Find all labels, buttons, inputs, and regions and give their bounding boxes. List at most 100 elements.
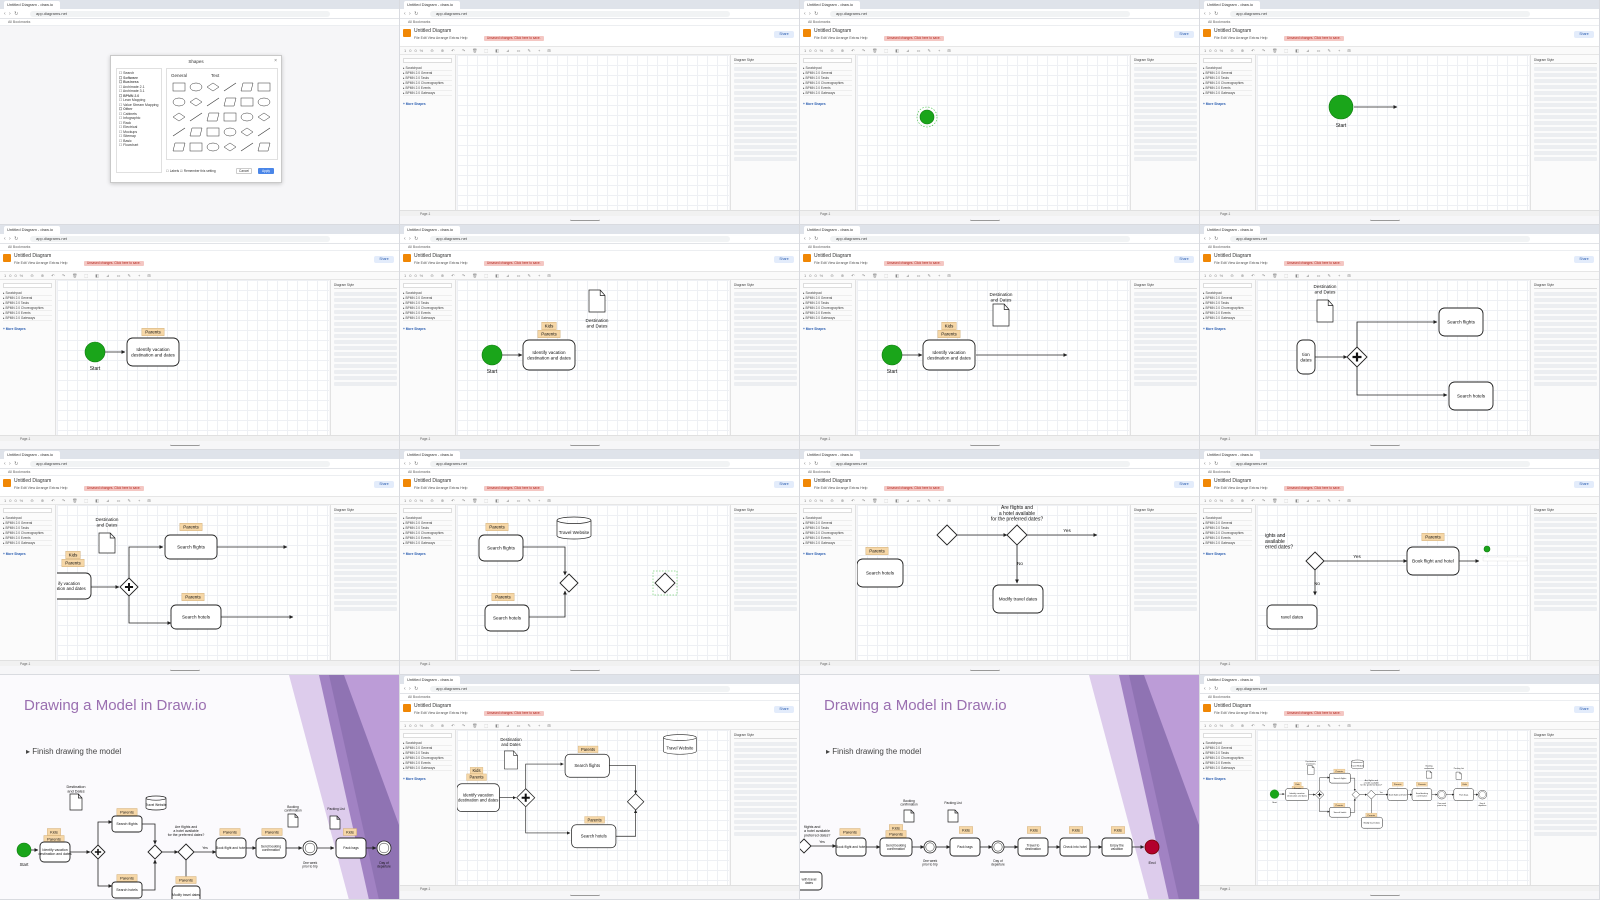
shape-group[interactable]: ▸ BPMN 2.0 General <box>1203 296 1252 301</box>
nav-arrows-icon[interactable]: ‹ › ↻ <box>1204 11 1220 17</box>
menu-bar[interactable]: File Edit View Arrange Extras Help <box>414 711 468 715</box>
shape-group[interactable]: ▸ BPMN 2.0 Tasks <box>1203 301 1252 306</box>
format-option[interactable] <box>1534 826 1597 830</box>
shape-group[interactable]: ▸ BPMN 2.0 Gateways <box>403 316 452 321</box>
format-option[interactable] <box>1534 346 1597 350</box>
shape-preview[interactable] <box>189 97 203 107</box>
share-button[interactable]: Share <box>1574 31 1594 38</box>
nav-arrows-icon[interactable]: ‹ › ↻ <box>404 236 420 242</box>
format-option[interactable] <box>1534 322 1597 326</box>
drawio-toolbar[interactable]: 100% ⊖ ⊕ ↶ ↷ 🗑 ⬚ ◧ ⊿ ▭ ✎ + ⊞ <box>400 47 799 55</box>
page-tabs[interactable]: Page-1 <box>800 660 1199 666</box>
format-option[interactable] <box>1534 340 1597 344</box>
format-tabs[interactable]: Diagram Style <box>734 508 797 514</box>
format-option[interactable] <box>734 559 797 563</box>
shape-group[interactable]: ▸ BPMN 2.0 General <box>803 296 852 301</box>
sequence-flow[interactable] <box>1319 776 1330 791</box>
browser-tab[interactable]: Untitled Diagram - draw.io <box>404 451 460 459</box>
shape-library-option[interactable]: ☐ Basic <box>119 138 132 143</box>
format-option[interactable] <box>1534 577 1597 581</box>
menu-bar[interactable]: File Edit View Arrange Extras Help <box>14 486 68 490</box>
shape-group[interactable]: ▸ BPMN 2.0 Events <box>403 311 452 316</box>
travel-website-store[interactable] <box>556 516 592 540</box>
url-input[interactable]: app.diagrams.net <box>830 461 1130 467</box>
format-option[interactable] <box>1534 145 1597 149</box>
nav-arrows-icon[interactable]: ‹ › ↻ <box>1204 236 1220 242</box>
data-object[interactable] <box>1426 770 1432 779</box>
shape-group[interactable]: ▸ Scratchpad <box>803 66 852 71</box>
shape-group[interactable]: ▸ BPMN 2.0 Gateways <box>3 316 52 321</box>
format-option[interactable] <box>334 601 397 605</box>
menu-bar[interactable]: File Edit View Arrange Extras Help <box>1214 36 1268 40</box>
more-shapes-button[interactable]: + More Shapes <box>1203 102 1226 106</box>
shape-preview[interactable] <box>206 97 220 107</box>
sequence-flow[interactable] <box>523 546 567 576</box>
format-option[interactable] <box>734 565 797 569</box>
format-option[interactable] <box>1534 541 1597 545</box>
search-shapes-input[interactable] <box>803 508 852 513</box>
nav-arrows-icon[interactable]: ‹ › ↻ <box>1204 461 1220 467</box>
format-option[interactable] <box>1134 589 1197 593</box>
document-title[interactable]: Untitled Diagram <box>14 478 52 484</box>
shape-preview[interactable] <box>172 127 186 137</box>
shape-group[interactable]: ▸ BPMN 2.0 Events <box>803 311 852 316</box>
share-button[interactable]: Share <box>774 706 794 713</box>
shape-group[interactable]: ▸ BPMN 2.0 Choreographies <box>803 531 852 536</box>
shape-preview[interactable] <box>223 97 237 107</box>
format-option[interactable] <box>1134 67 1197 71</box>
exclusive-gateway[interactable] <box>147 844 163 860</box>
format-option[interactable] <box>1134 559 1197 563</box>
shape-group[interactable]: ▸ BPMN 2.0 General <box>403 746 452 751</box>
exclusive-gateway[interactable] <box>626 793 645 811</box>
format-option[interactable] <box>1534 67 1597 71</box>
shape-preview[interactable] <box>240 127 254 137</box>
format-option[interactable] <box>1134 565 1197 569</box>
shape-group[interactable]: ▸ Scratchpad <box>803 291 852 296</box>
shape-group[interactable]: ▸ BPMN 2.0 Choreographies <box>1203 756 1252 761</box>
format-option[interactable] <box>1534 79 1597 83</box>
url-input[interactable]: app.diagrams.net <box>30 11 330 17</box>
diagram-canvas[interactable] <box>857 55 1129 210</box>
search-shapes-input[interactable] <box>803 283 852 288</box>
format-option[interactable] <box>1134 553 1197 557</box>
more-shapes-button[interactable]: + More Shapes <box>1203 552 1226 556</box>
format-option[interactable] <box>334 595 397 599</box>
format-option[interactable] <box>1534 517 1597 521</box>
sequence-flow[interactable] <box>128 596 172 625</box>
format-option[interactable] <box>1134 151 1197 155</box>
format-option[interactable] <box>334 346 397 350</box>
browser-tab[interactable]: Untitled Diagram - draw.io <box>1204 451 1260 459</box>
shape-group[interactable]: ▸ BPMN 2.0 General <box>403 521 452 526</box>
share-button[interactable]: Share <box>1174 481 1194 488</box>
shape-group[interactable]: ▸ BPMN 2.0 Tasks <box>803 301 852 306</box>
modify-dates-task-box[interactable] <box>171 885 201 900</box>
document-title[interactable]: Untitled Diagram <box>814 28 852 34</box>
shape-group[interactable]: ▸ BPMN 2.0 General <box>1203 71 1252 76</box>
sequence-flow[interactable] <box>525 806 571 835</box>
search-shapes-input[interactable] <box>403 58 452 63</box>
url-input[interactable]: app.diagrams.net <box>1230 11 1530 17</box>
format-option[interactable] <box>1134 139 1197 143</box>
format-option[interactable] <box>1534 601 1597 605</box>
format-option[interactable] <box>1134 547 1197 551</box>
format-option[interactable] <box>734 547 797 551</box>
format-option[interactable] <box>734 310 797 314</box>
format-option[interactable] <box>1534 529 1597 533</box>
timer-event[interactable] <box>1437 790 1447 800</box>
search-hotels-task-box[interactable] <box>484 604 530 632</box>
menu-bar[interactable]: File Edit View Arrange Extras Help <box>14 261 68 265</box>
page-tabs[interactable]: Page-1 <box>400 210 799 216</box>
shape-library-option[interactable]: ☐ Flowchart <box>119 143 139 147</box>
search-shapes-input[interactable] <box>803 58 852 63</box>
start-event[interactable] <box>1328 94 1354 120</box>
shape-library-option[interactable]: ☐ Value Stream Mapping <box>119 102 159 107</box>
sequence-flow[interactable] <box>529 590 567 618</box>
search-shapes-input[interactable] <box>1203 508 1252 513</box>
shape-group[interactable]: ▸ Scratchpad <box>803 516 852 521</box>
format-option[interactable] <box>1134 91 1197 95</box>
format-option[interactable] <box>1534 820 1597 824</box>
format-option[interactable] <box>1134 328 1197 332</box>
page-tabs[interactable]: Page-1 <box>1200 210 1599 216</box>
